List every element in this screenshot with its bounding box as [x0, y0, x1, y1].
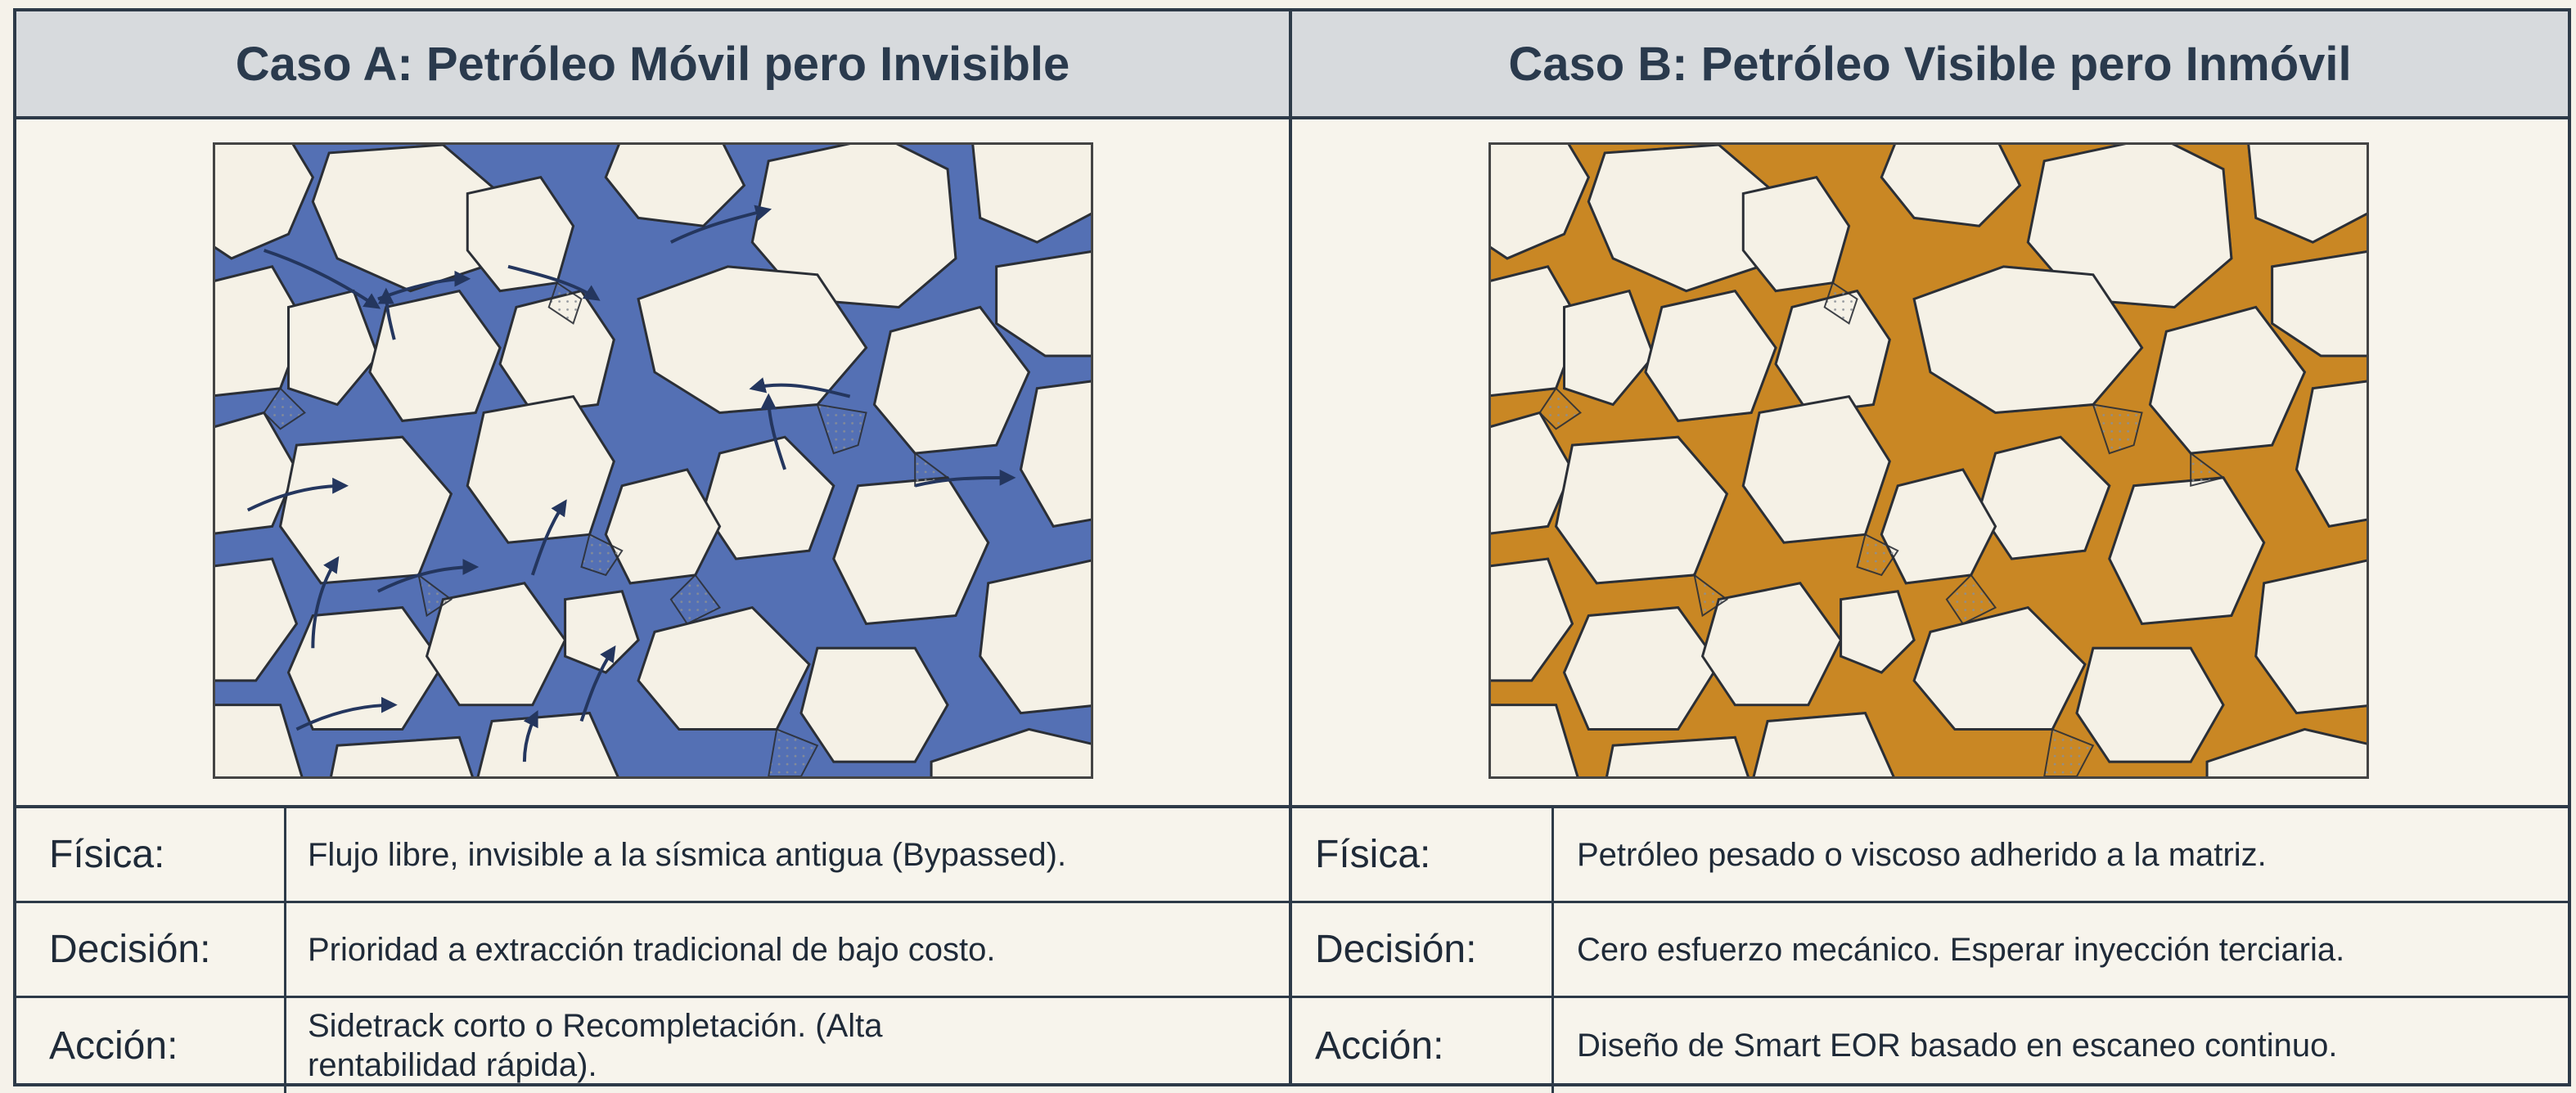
case-a-rows: Física: Flujo libre, invisible a la sísm…: [16, 805, 1289, 1093]
case-b-pore-illustration: [1488, 142, 2369, 779]
case-a-row-decision: Decisión: Prioridad a extracción tradici…: [16, 903, 1289, 998]
case-a-title: Caso A: Petróleo Móvil pero Invisible: [16, 11, 1289, 119]
case-a-row-accion: Acción: Sidetrack corto o Recompletación…: [16, 998, 1289, 1093]
comparison-table: Caso A: Petróleo Móvil pero Invisible: [13, 8, 2571, 1093]
case-b-row-decision: Decisión: Cero esfuerzo mecánico. Espera…: [1292, 903, 2568, 998]
mobile-oil-pores-image: [215, 145, 1091, 776]
case-b-row-accion: Acción: Diseño de Smart EOR basado en es…: [1292, 998, 2568, 1093]
case-a-pore-illustration: [213, 142, 1093, 779]
case-b-panel: Caso B: Petróleo Visible pero Inmóvil: [1289, 8, 2571, 1093]
case-b-rows: Física: Petróleo pesado o viscoso adheri…: [1292, 805, 2568, 1093]
immobile-oil-pores-image: [1491, 145, 2367, 776]
row-value: Flujo libre, invisible a la sísmica anti…: [308, 836, 1067, 873]
row-value: Prioridad a extracción tradicional de ba…: [308, 931, 996, 968]
case-a-panel: Caso A: Petróleo Móvil pero Invisible: [13, 8, 1292, 1093]
row-label: Acción:: [16, 998, 286, 1093]
row-label: Decisión:: [1292, 903, 1554, 996]
case-b-row-fisica: Física: Petróleo pesado o viscoso adheri…: [1292, 808, 2568, 903]
row-label: Física:: [16, 808, 286, 901]
row-label: Acción:: [1292, 998, 1554, 1093]
case-a-row-fisica: Física: Flujo libre, invisible a la sísm…: [16, 808, 1289, 903]
case-b-title: Caso B: Petróleo Visible pero Inmóvil: [1292, 11, 2568, 119]
row-value: Cero esfuerzo mecánico. Esperar inyecció…: [1577, 931, 2345, 968]
row-value: Petróleo pesado o viscoso adherido a la …: [1577, 836, 2267, 873]
row-value: Sidetrack corto o Recompletación. (Alta …: [308, 1008, 883, 1083]
row-label: Decisión:: [16, 903, 286, 996]
row-value: Diseño de Smart EOR basado en escaneo co…: [1577, 1028, 2338, 1064]
row-label: Física:: [1292, 808, 1554, 901]
